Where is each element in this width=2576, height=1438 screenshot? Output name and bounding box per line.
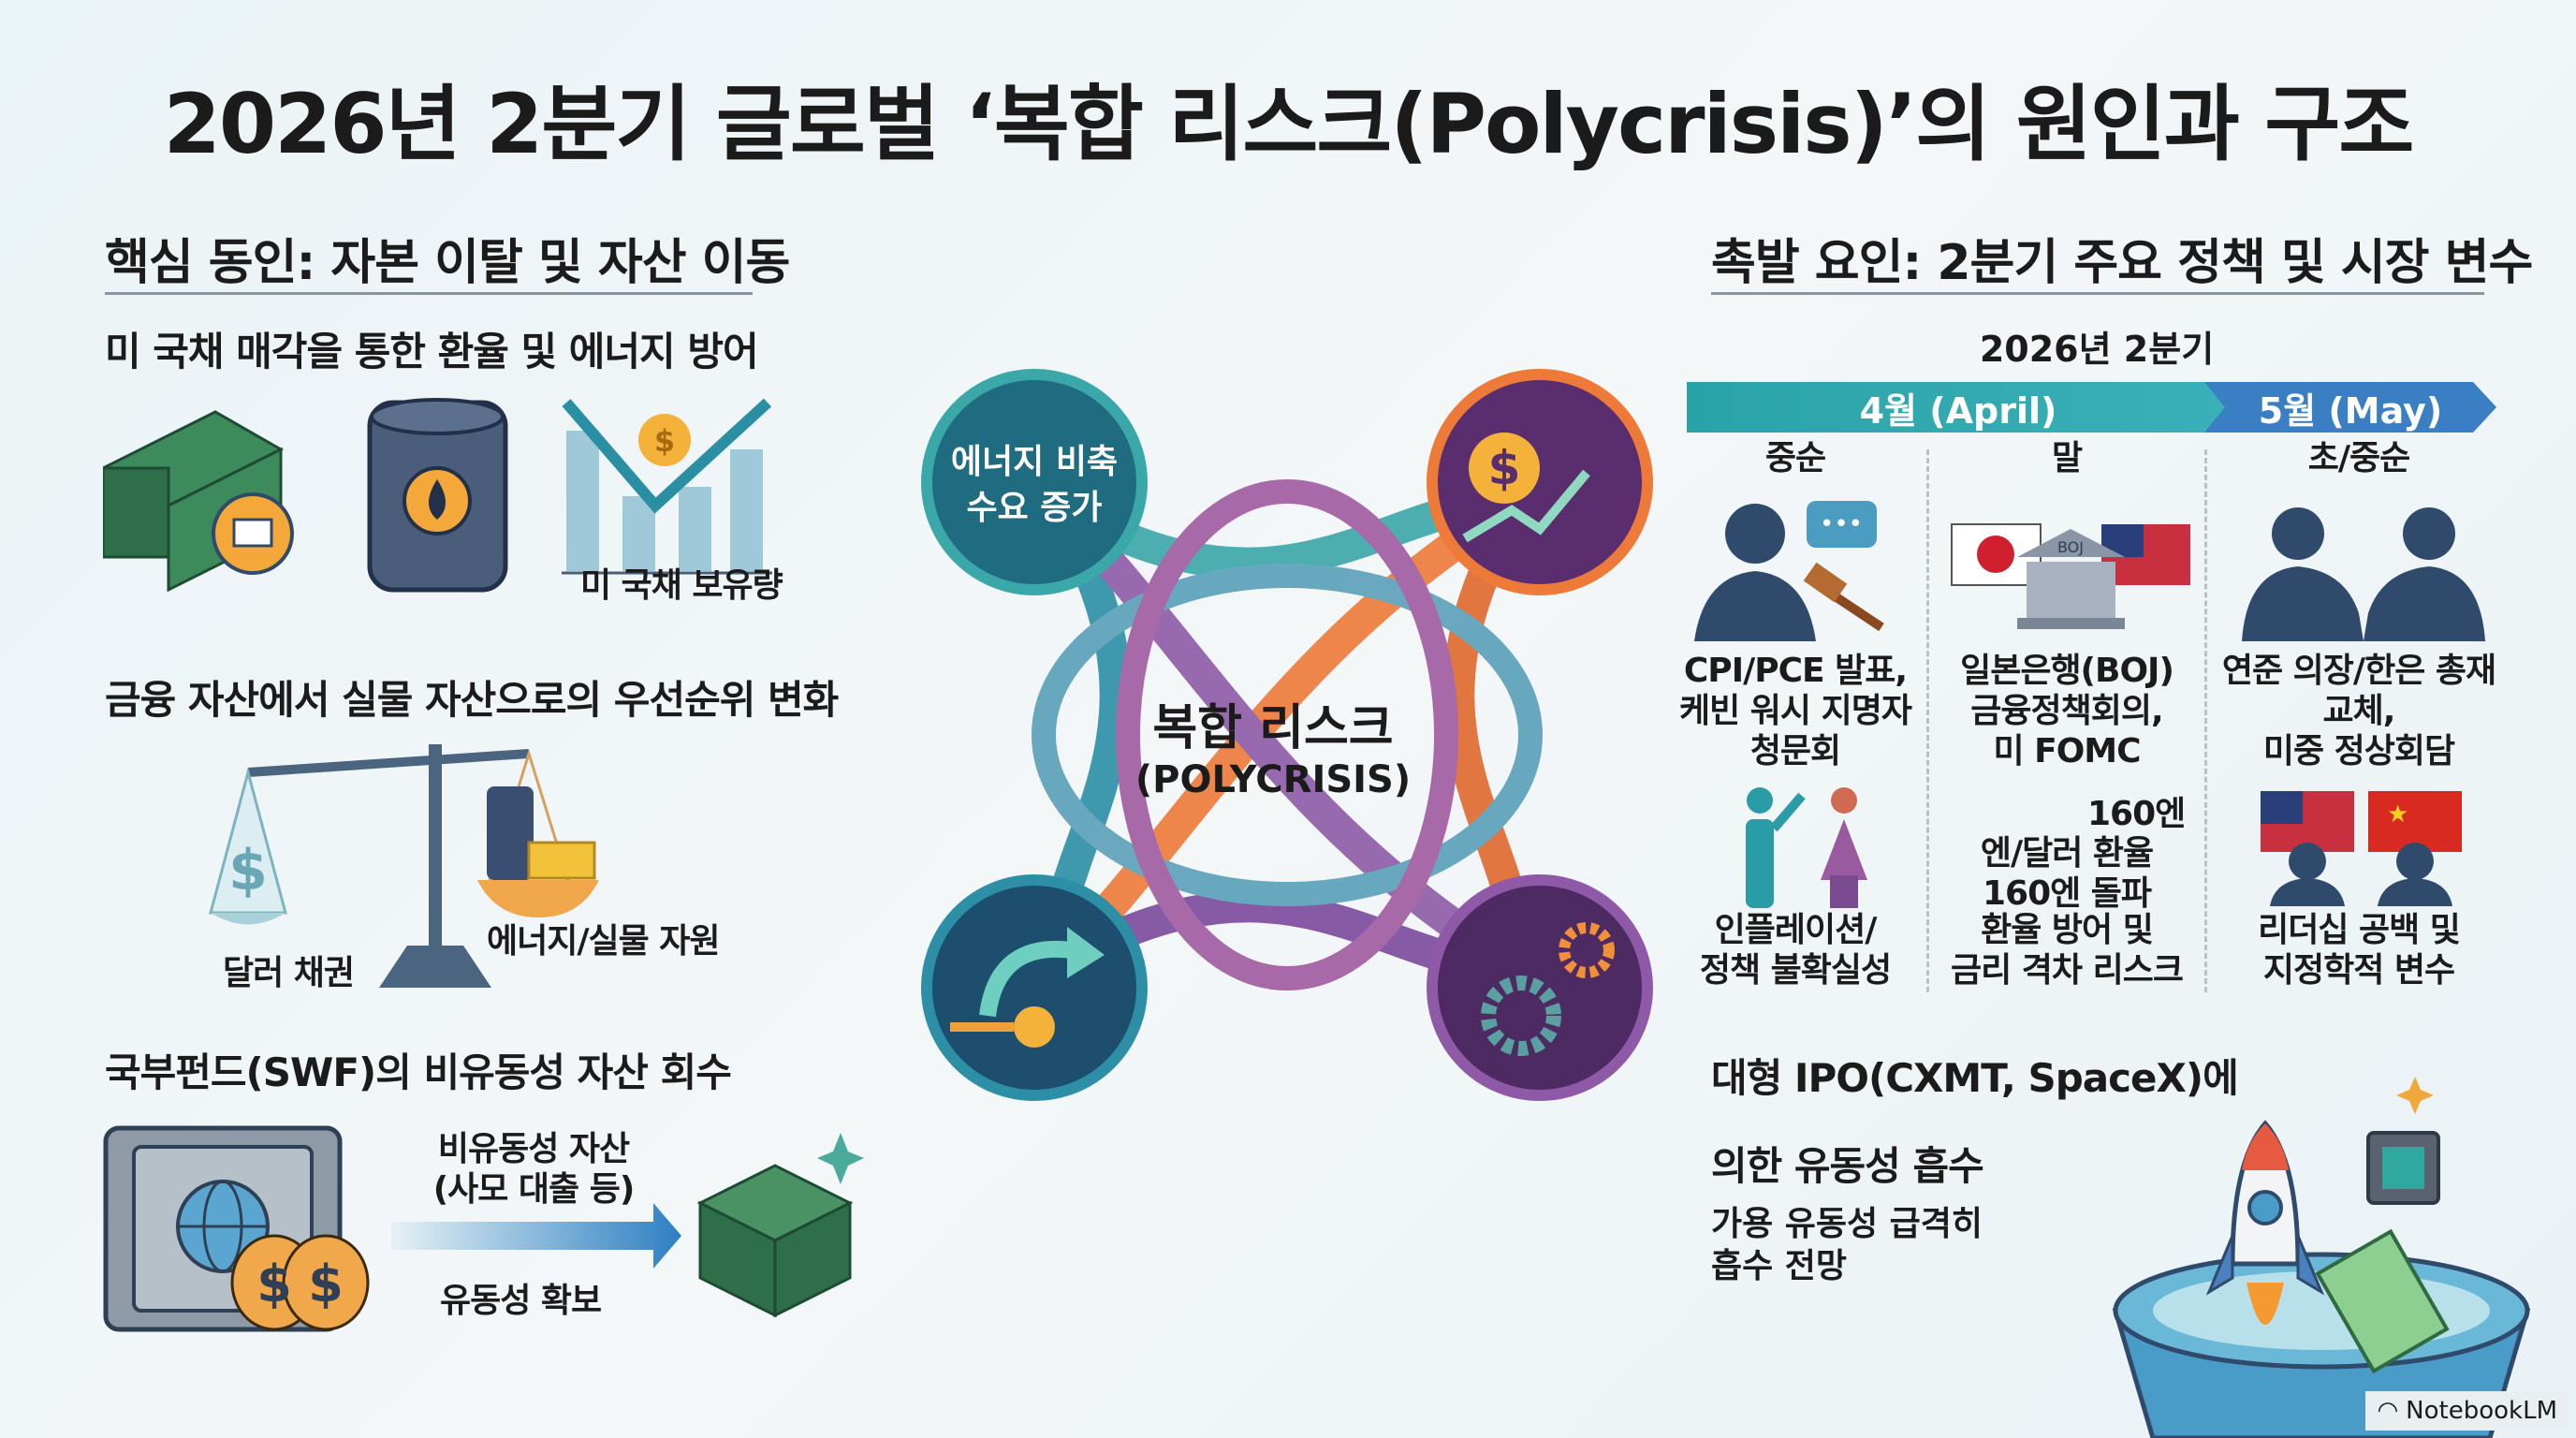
col2-event: 일본은행(BOJ)금융정책회의,미 FOMC: [1960, 652, 2174, 771]
people-uncertainty-icon: [1746, 787, 1867, 908]
left-heading-rule: [105, 292, 753, 295]
cash-stacks-icon: [696, 1164, 854, 1318]
illiquid-assets-label: 비유동성 자산(사모 대출 등): [432, 1130, 636, 1210]
balance-scale-icon: $: [209, 744, 599, 988]
boj-flags-icon: BOJ: [1951, 523, 2190, 629]
timeline-april: 4월 (April): [1687, 382, 2230, 433]
col3-event: 연준 의장/한은 총재 교체,미중 정상회담: [2221, 652, 2496, 771]
svg-text:$: $: [654, 423, 675, 459]
section1-title: 미 국채 매각을 통한 환율 및 에너지 방어: [105, 329, 759, 374]
section2-title: 금융 자산에서 실물 자산으로의 우선순위 변화: [105, 677, 839, 723]
money-bag-icon: $$: [230, 1234, 370, 1331]
oil-barrel-icon: [367, 398, 508, 593]
page-title: 2026년 2분기 글로벌 ‘복합 리스크(Polycrisis)’의 원인과 …: [163, 76, 2415, 172]
ipo-title-1: 대형 IPO(CXMT, SpaceX)에: [1711, 1055, 2239, 1101]
swf-illustration: $$: [103, 1125, 864, 1332]
svg-text:$: $: [228, 838, 268, 903]
handshake-icon: [2242, 507, 2485, 641]
energy-node: [921, 369, 1148, 595]
svg-text:$: $: [1488, 441, 1521, 495]
svg-text:BOJ: BOJ: [2057, 538, 2084, 556]
dollar-bonds-label: 달러 채권: [223, 954, 355, 992]
money-stack-icon: [103, 410, 294, 593]
capital-shift-node: [921, 874, 1148, 1101]
col3-when: 초/중순: [2307, 439, 2411, 477]
column-divider: [2204, 449, 2207, 992]
notebooklm-watermark: ◠NotebookLM: [2365, 1391, 2569, 1431]
svg-text:$: $: [256, 1255, 292, 1313]
rocket-bucket-illustration: [2112, 1077, 2531, 1438]
arrow-icon: [391, 1203, 681, 1269]
left-heading: 핵심 동인: 자본 이탈 및 자산 이동: [105, 235, 790, 291]
polycrisis-knot-diagram: $: [921, 369, 1653, 1101]
center-label: 복합 리스크 (POLYCRISIS): [1134, 700, 1412, 801]
bond-holdings-label: 미 국채 보유량: [580, 566, 783, 605]
chip-icon: [2366, 1131, 2440, 1205]
timeline-may: 5월 (May): [2204, 382, 2496, 433]
svg-text:★: ★: [2387, 800, 2408, 829]
ipo-title-2: 의한 유동성 흡수: [1711, 1143, 1984, 1189]
column-divider: [1926, 449, 1929, 992]
notebooklm-logo-icon: ◠: [2377, 1397, 2399, 1425]
yen-160-note: 160엔: [2087, 795, 2186, 833]
section3-title: 국부펀드(SWF)의 비유동성 자산 회수: [105, 1049, 732, 1095]
dollar-up-node: [1427, 369, 1653, 595]
right-heading: 촉발 요인: 2분기 주요 정책 및 시장 변수: [1711, 235, 2533, 291]
hearing-icon: •••: [1694, 501, 1884, 641]
rocket-icon: [2205, 1120, 2325, 1325]
col1-when: 중순: [1764, 439, 1826, 477]
col1-impact: 인플레이션/정책 불확실성: [1699, 911, 1892, 990]
right-heading-rule: [1711, 292, 2484, 295]
col2-when: 말: [2051, 439, 2083, 477]
svg-text:•••: •••: [1820, 510, 1863, 538]
bond-holdings-chart-icon: $: [562, 398, 772, 575]
svg-text:$: $: [308, 1255, 344, 1313]
period-label: 2026년 2분기: [1979, 329, 2215, 370]
us-china-flags-icon: ★: [2261, 791, 2462, 906]
liquidity-label: 유동성 확보: [440, 1282, 602, 1320]
s1-icons: $: [103, 398, 772, 593]
real-assets-label: 에너지/실물 자원: [487, 922, 721, 961]
